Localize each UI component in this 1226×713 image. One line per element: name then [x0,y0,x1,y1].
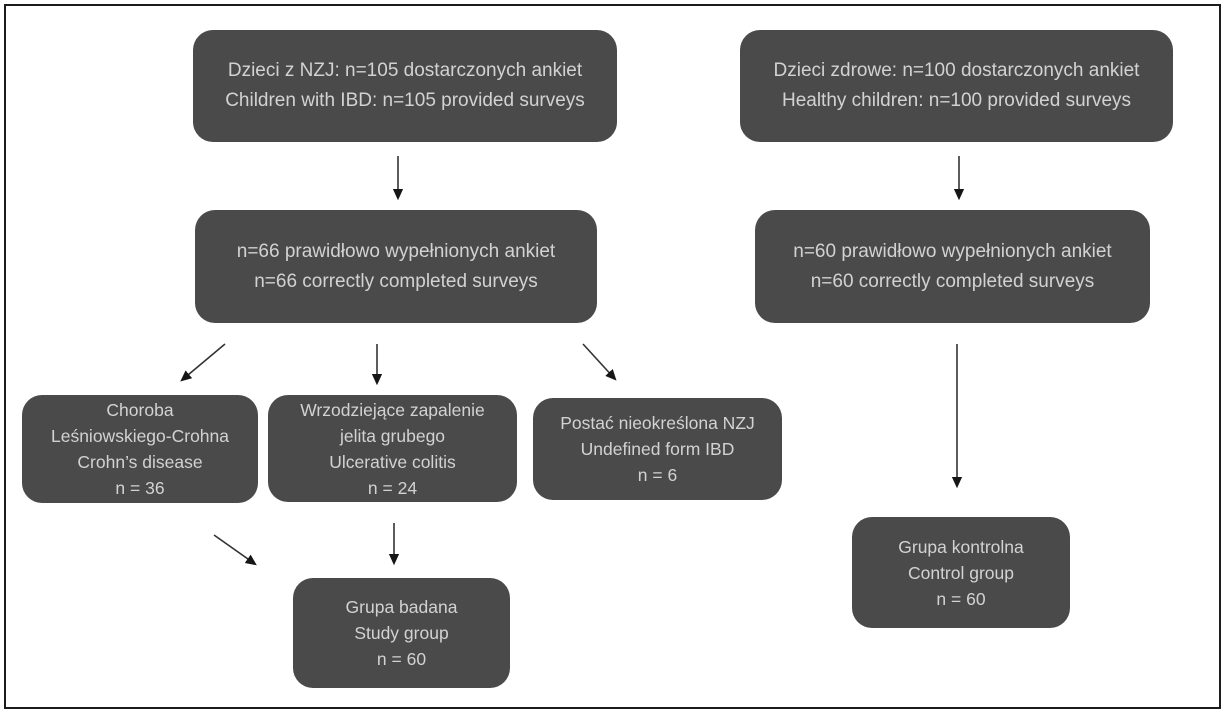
node-line: Dzieci z NZJ: n=105 dostarczonych ankiet [227,60,583,81]
node-line: Children with IBD: n=105 provided survey… [225,90,585,111]
node-study-group: Grupa badana Study group n = 60 [293,578,510,688]
node-children-ibd: Dzieci z NZJ: n=105 dostarczonych ankiet… [193,30,617,142]
node-line: Leśniowskiego-Crohna [50,426,230,446]
node-line: Study group [354,623,449,643]
arrow-crohns-to-study-group [213,534,257,566]
arrow-completed-to-undefined [582,343,617,381]
node-line: Ulcerative colitis [329,451,456,472]
node-healthy-completed: n=60 prawidłowo wypełnionych ankiet n=60… [755,210,1150,323]
node-ulcerative-colitis: Wrzodziejące zapalenie jelita grubego Ul… [268,395,517,502]
node-line: Grupa kontrolna [898,536,1024,557]
node-line: Grupa badana [345,597,458,617]
node-line: Healthy children: n=100 provided surveys [781,90,1132,111]
node-line: Choroba [106,400,174,420]
node-healthy-children: Dzieci zdrowe: n=100 dostarczonych ankie… [740,30,1173,142]
node-line: Crohn’s disease [77,452,203,472]
node-line: n=66 prawidłowo wypełnionych ankiet [236,240,556,262]
arrow-completed-to-crohns [180,343,226,382]
node-ibd-completed: n=66 prawidłowo wypełnionych ankiet n=66… [195,210,597,323]
node-line: n = 60 [376,649,427,669]
node-line: n = 6 [637,465,678,485]
node-line: Dzieci zdrowe: n=100 dostarczonych ankie… [773,60,1140,81]
node-line: n=60 prawidłowo wypełnionych ankiet [793,240,1112,262]
node-line: jelita grubego [339,425,446,446]
node-line: n = 60 [936,588,986,609]
node-line: n=60 correctly completed surveys [810,270,1095,292]
node-line: Postać nieokreślona NZJ [560,413,755,433]
node-line: Control group [907,562,1015,583]
node-line: n = 36 [115,478,165,498]
node-line: Wrzodziejące zapalenie [300,399,485,420]
node-line: n = 24 [367,477,418,498]
node-line: n=66 correctly completed surveys [254,270,538,292]
node-control-group: Grupa kontrolna Control group n = 60 [852,517,1070,628]
node-crohns-disease: Choroba Leśniowskiego-Crohna Crohn’s dis… [22,395,258,503]
node-line: Undefined form IBD [580,439,735,459]
node-undefined-ibd: Postać nieokreślona NZJ Undefined form I… [533,398,782,500]
